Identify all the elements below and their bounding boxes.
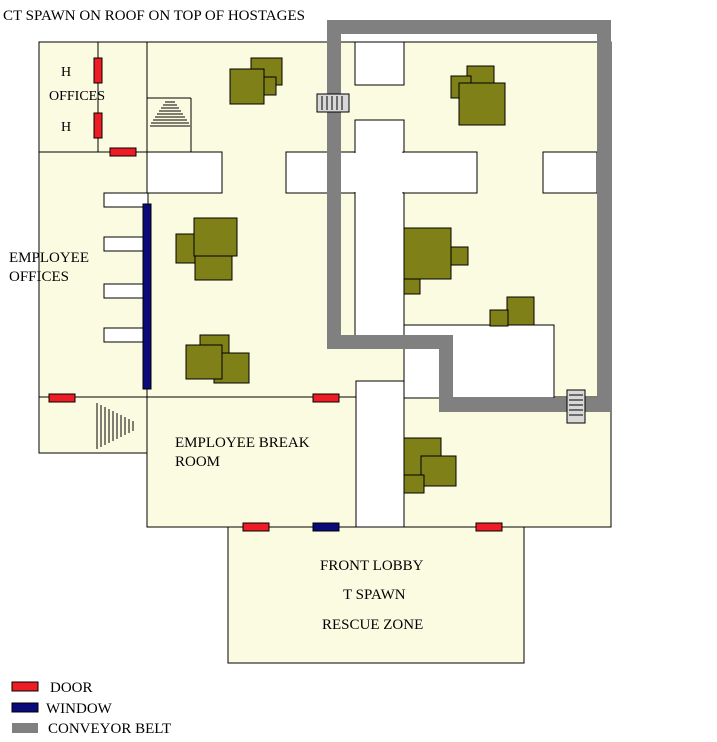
window-employee-offices (142, 203, 152, 390)
legend-conveyor-swatch (12, 723, 38, 733)
stairs-icon-top (150, 101, 190, 127)
legend-door-label: DOOR (50, 680, 93, 696)
desk-1 (103, 192, 149, 208)
ladder-icon-top (316, 93, 350, 113)
break-room-label-line1: EMPLOYEE BREAK (175, 435, 310, 451)
legend-door-swatch (11, 681, 39, 692)
crates (175, 57, 535, 494)
front-lobby-floor (227, 526, 525, 664)
t-spawn-label: T SPAWN (343, 587, 406, 603)
block-cross-right (402, 151, 478, 194)
door-hostage-top (93, 57, 103, 84)
desk-2 (103, 236, 149, 252)
door-lobby-left (242, 522, 270, 532)
window-lobby (312, 522, 340, 532)
employee-offices-label-line1: EMPLOYEE (9, 250, 89, 266)
legend-window-swatch (11, 702, 39, 713)
conveyor-belt (327, 20, 611, 412)
legend-conveyor-label: CONVEYOR BELT (48, 721, 171, 737)
desk-4 (103, 327, 149, 343)
windows (142, 203, 340, 532)
rescue-zone-label: RESCUE ZONE (322, 617, 423, 633)
offices-label: OFFICES (49, 89, 105, 104)
front-lobby-label: FRONT LOBBY (320, 558, 424, 574)
block-break-corridor (355, 380, 405, 528)
legend: DOOR WINDOW CONVEYOR BELT (11, 680, 171, 737)
block-cross-left (285, 151, 357, 194)
left-lower-floor (38, 396, 150, 454)
doors (48, 57, 503, 532)
door-hostage-bottom (93, 112, 103, 139)
white-blocks (103, 41, 598, 528)
legend-window-label: WINDOW (46, 701, 113, 717)
hostage-mark-top: H (61, 65, 71, 80)
block-right (542, 151, 598, 194)
block-left-office (146, 151, 223, 194)
door-offices (109, 147, 137, 157)
ladder-icon-right (566, 389, 586, 424)
door-break-room (312, 393, 340, 403)
desk-3 (103, 283, 149, 299)
block-cross-vertical (354, 119, 405, 338)
employee-offices-label-line2: OFFICES (9, 269, 69, 285)
door-left-lower (48, 393, 76, 403)
stairs-icon-bottom (96, 403, 134, 449)
break-room-label-line2: ROOM (175, 454, 220, 470)
map-title: CT SPAWN ON ROOF ON TOP OF HOSTAGES (3, 8, 305, 24)
hostage-mark-bottom: H (61, 120, 71, 135)
block-top-center (354, 41, 405, 86)
door-lobby-right (475, 522, 503, 532)
